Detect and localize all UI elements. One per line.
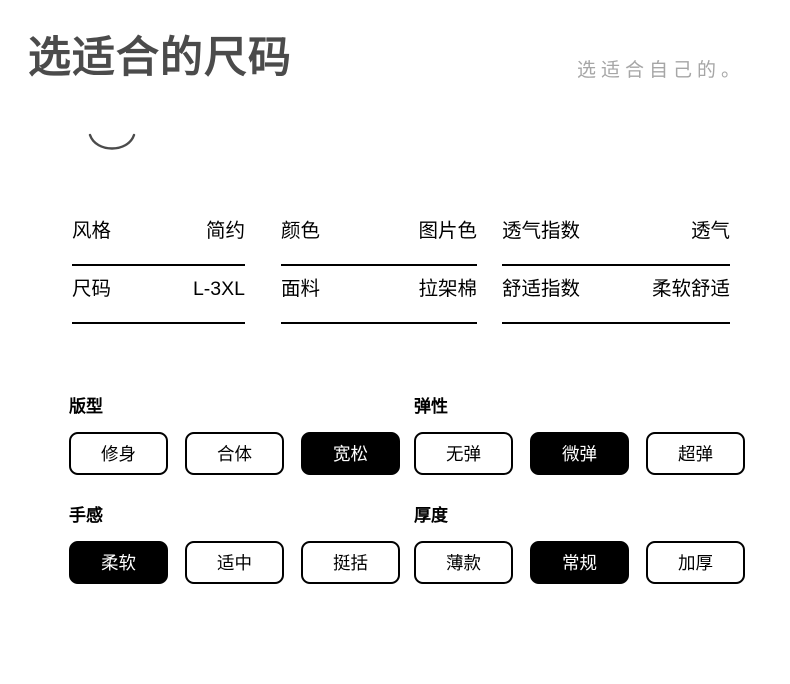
option-chip-row: 无弹 微弹 超弹 bbox=[414, 432, 759, 475]
option-chip-handfeel-soft[interactable]: 柔软 bbox=[69, 541, 168, 584]
spec-cell-comfort: 舒适指数 柔软舒适 bbox=[502, 278, 730, 324]
page-subtitle: 选适合自己的。 bbox=[576, 60, 745, 81]
spec-value: 简约 bbox=[205, 220, 245, 242]
option-group-fit: 版型 修身 合体 宽松 bbox=[69, 398, 414, 475]
option-group-elasticity: 弹性 无弹 微弹 超弹 bbox=[414, 398, 759, 475]
page-header: 选适合的尺码 选适合自己的。 bbox=[0, 0, 790, 190]
option-chip-elasticity-slight[interactable]: 微弹 bbox=[530, 432, 629, 475]
spec-value: 图片色 bbox=[418, 220, 477, 242]
option-group-label: 手感 bbox=[69, 506, 103, 525]
spec-cell-fabric: 面料 拉架棉 bbox=[281, 278, 477, 324]
option-chip-elasticity-none[interactable]: 无弹 bbox=[414, 432, 513, 475]
spec-label: 风格 bbox=[72, 220, 112, 242]
option-chip-fit-regular[interactable]: 合体 bbox=[185, 432, 284, 475]
spec-label: 颜色 bbox=[281, 220, 321, 242]
spec-label: 透气指数 bbox=[502, 220, 581, 242]
spec-table-row: 风格 简约 颜色 图片色 透气指数 透气 bbox=[0, 220, 790, 280]
option-chip-handfeel-crisp[interactable]: 挺括 bbox=[301, 541, 400, 584]
option-group-handfeel: 手感 柔软 适中 挺括 bbox=[69, 507, 414, 584]
option-group-label: 版型 bbox=[69, 397, 103, 416]
option-chip-thickness-thin[interactable]: 薄款 bbox=[414, 541, 513, 584]
option-chip-fit-loose[interactable]: 宽松 bbox=[301, 432, 400, 475]
spec-cell-color: 颜色 图片色 bbox=[281, 220, 477, 266]
option-groups: 版型 修身 合体 宽松 弹性 无弹 微弹 超弹 手感 柔软 适中 挺括 bbox=[0, 398, 790, 616]
page-title: 选适合的尺码 bbox=[28, 34, 292, 82]
option-chip-thickness-regular[interactable]: 常规 bbox=[530, 541, 629, 584]
option-group-thickness: 厚度 薄款 常规 加厚 bbox=[414, 507, 759, 584]
spec-table: 风格 简约 颜色 图片色 透气指数 透气 尺码 L-3XL 面料 拉架棉 舒适指… bbox=[0, 220, 790, 338]
spec-cell-breathability: 透气指数 透气 bbox=[502, 220, 730, 266]
spec-table-row: 尺码 L-3XL 面料 拉架棉 舒适指数 柔软舒适 bbox=[0, 278, 790, 338]
spec-label: 面料 bbox=[281, 278, 321, 300]
option-group-label: 弹性 bbox=[414, 397, 448, 416]
spec-value: 柔软舒适 bbox=[651, 278, 730, 300]
spec-label: 舒适指数 bbox=[502, 278, 581, 300]
spec-cell-size: 尺码 L-3XL bbox=[72, 278, 245, 324]
arc-underline-icon bbox=[88, 133, 136, 157]
option-chip-elasticity-high[interactable]: 超弹 bbox=[646, 432, 745, 475]
option-chip-handfeel-medium[interactable]: 适中 bbox=[185, 541, 284, 584]
spec-value: L-3XL bbox=[192, 278, 245, 300]
spec-cell-style: 风格 简约 bbox=[72, 220, 245, 266]
spec-value: 拉架棉 bbox=[418, 278, 477, 300]
option-chip-row: 修身 合体 宽松 bbox=[69, 432, 414, 475]
option-chip-row: 柔软 适中 挺括 bbox=[69, 541, 414, 584]
option-chip-row: 薄款 常规 加厚 bbox=[414, 541, 759, 584]
option-chip-fit-slim[interactable]: 修身 bbox=[69, 432, 168, 475]
spec-label: 尺码 bbox=[72, 278, 112, 300]
option-chip-thickness-thick[interactable]: 加厚 bbox=[646, 541, 745, 584]
spec-value: 透气 bbox=[690, 220, 730, 242]
option-group-label: 厚度 bbox=[414, 506, 448, 525]
